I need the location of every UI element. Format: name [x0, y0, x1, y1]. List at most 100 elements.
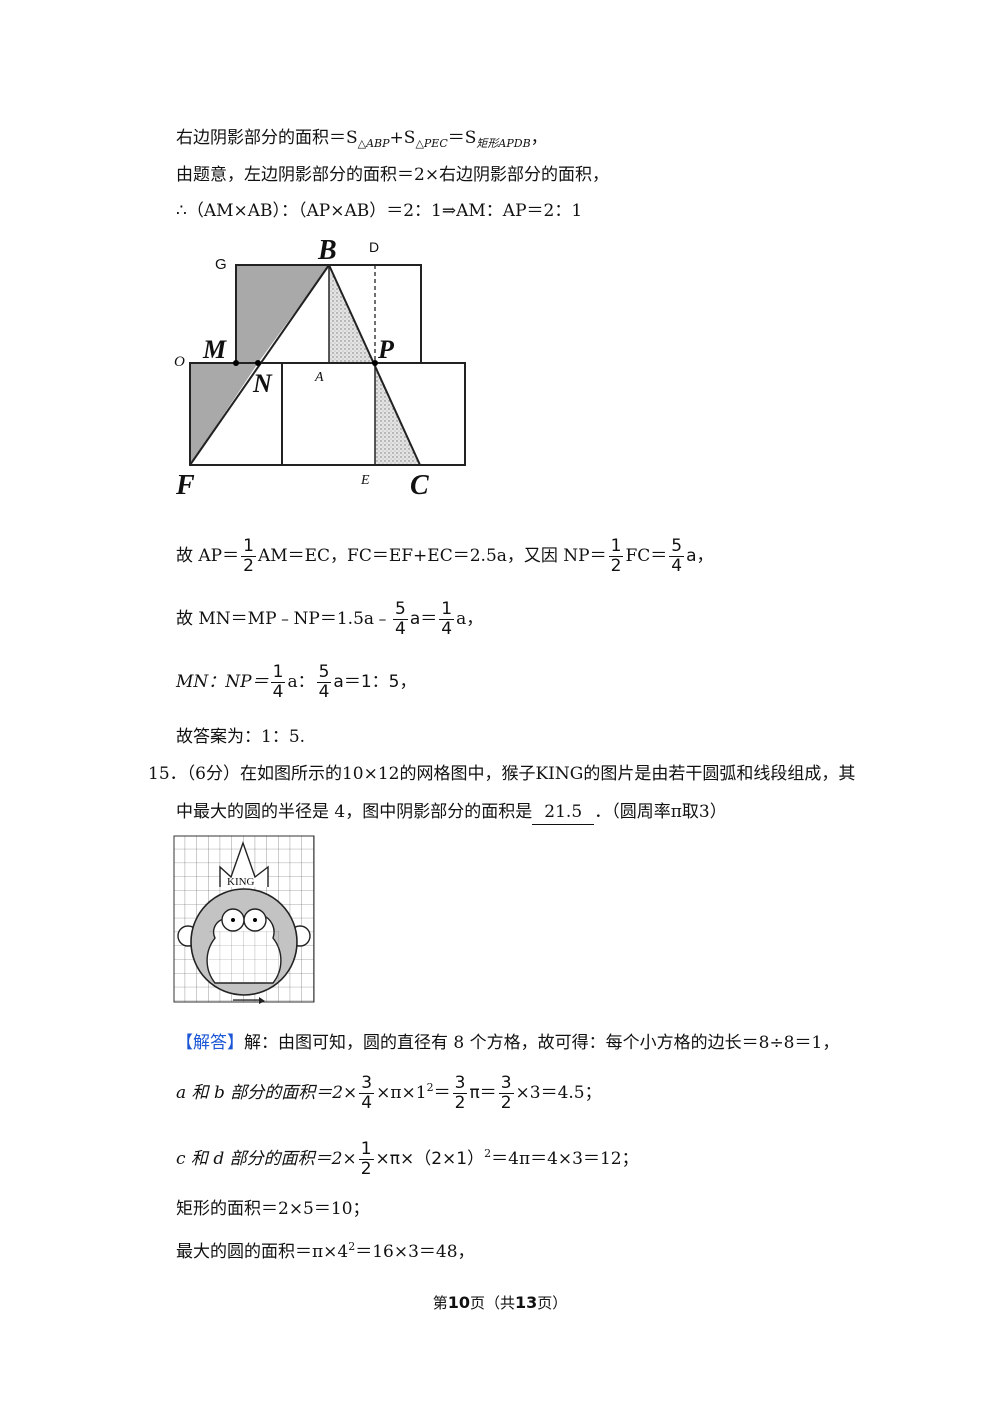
label-n: N	[252, 369, 273, 398]
denominator: 2	[454, 1093, 466, 1113]
question-15-line-1: 15．（6分）在如图所示的10×12的网格图中，猴子KING的图片是由若干圆弧和…	[148, 764, 856, 784]
text-segment: 解：由图可知，圆的直径有 8 个方格，故可得：每个小方格的边长＝8÷8＝1，	[244, 1033, 840, 1053]
subscript: △PEC	[415, 137, 448, 150]
page-total: 13	[515, 1293, 538, 1312]
denominator: 2	[243, 556, 254, 576]
text-segment: ，	[530, 128, 548, 148]
label-p: P	[377, 335, 395, 364]
text-segment: ．（圆周率π取3）	[594, 802, 727, 822]
answer-blank: 21.5	[532, 800, 595, 825]
crown-outline	[219, 840, 269, 887]
solution-line-5: 最大的圆的面积＝π×42＝16×3＝48，	[176, 1235, 475, 1264]
denominator: 2	[610, 556, 622, 576]
text-segment: ×3＝4.5；	[515, 1083, 602, 1103]
text-line-7: 故答案为：1：5.	[176, 727, 306, 747]
superscript: 2	[348, 1240, 356, 1253]
superscript: 2	[484, 1147, 492, 1160]
text-segment: c 和 d 部分的面积＝2×	[176, 1149, 357, 1169]
bottom-arrow	[259, 997, 265, 1004]
numerator: 1	[241, 536, 256, 557]
point-p	[372, 360, 378, 366]
text-segment: a：	[287, 672, 315, 692]
denominator: 4	[272, 682, 284, 702]
label-g: G	[215, 256, 227, 273]
point-n	[255, 360, 261, 366]
text-segment: ×π×1	[376, 1083, 427, 1103]
text-segment: a＝	[409, 609, 438, 629]
text-segment: +S	[389, 128, 416, 148]
text-line-3: ∴（AM×AB）：（AP×AB）＝2：1⇒AM：AP＝2：1	[176, 201, 583, 221]
text-segment: ＝16×3＝48，	[355, 1242, 475, 1262]
text-segment: 右边阴影部分的面积＝S	[176, 128, 358, 148]
text-segment: MN：NP＝	[176, 672, 269, 692]
denominator: 4	[671, 556, 683, 576]
solution-tag: 【解答】	[176, 1033, 244, 1053]
numerator: 5	[669, 536, 685, 557]
footer-text: 页）	[537, 1294, 568, 1312]
numerator: 3	[359, 1073, 375, 1094]
text-segment: ×π×（2×1）	[375, 1149, 485, 1169]
text-line-2: 由题意，左边阴影部分的面积＝2×右边阴影部分的面积，	[176, 165, 610, 185]
label-e: E	[360, 473, 370, 488]
text-segment: 故 MN＝MP﹣NP＝1.5a﹣	[176, 609, 392, 629]
text-segment: π＝	[469, 1083, 497, 1103]
text-segment: AM＝EC，FC＝EF+EC＝2.5a，又因 NP＝	[257, 546, 607, 566]
numerator: 5	[316, 662, 332, 683]
numerator: 5	[393, 599, 408, 620]
superscript: 2	[426, 1081, 434, 1094]
label-b: B	[317, 235, 337, 266]
subscript: 矩形APDB	[476, 137, 531, 150]
solution-line-1: 【解答】解：由图可知，圆的直径有 8 个方格，故可得：每个小方格的边长＝8÷8＝…	[176, 1031, 839, 1055]
right-pupil	[253, 918, 257, 922]
shaded-region-top-left	[236, 265, 329, 363]
left-pupil	[231, 918, 235, 922]
point-m	[233, 360, 239, 366]
footer-text: 第	[432, 1294, 448, 1312]
text-segment: FC＝	[625, 546, 668, 566]
subscript: △ABP	[357, 137, 390, 150]
page-footer: 第10页（共13页）	[0, 1292, 1000, 1313]
page-number: 10	[447, 1293, 470, 1312]
label-c: C	[410, 470, 429, 500]
numerator: 1	[270, 662, 286, 683]
king-label: KING	[227, 876, 255, 888]
denominator: 4	[318, 682, 330, 702]
text-segment: ＝4π＝4×3＝12；	[491, 1149, 639, 1169]
text-segment: a，	[456, 609, 484, 629]
numerator: 1	[358, 1139, 374, 1160]
lower-rectangle	[189, 362, 466, 466]
solution-line-4: 矩形的面积＝2×5＝10；	[176, 1199, 370, 1219]
label-m: M	[202, 335, 227, 364]
text-segment: 中最大的圆的半径是 4，图中阴影部分的面积是	[176, 802, 533, 822]
text-line-1: 右边阴影部分的面积＝S△ABP+S△PEC＝S矩形APDB，	[176, 126, 548, 156]
text-segment: a，	[686, 546, 714, 566]
monkey-king-figure: KING	[173, 835, 315, 1004]
numerator: 3	[452, 1073, 468, 1094]
face-grid	[209, 931, 279, 983]
text-segment: 最大的圆的面积＝π×4	[176, 1242, 349, 1262]
label-a: A	[314, 370, 324, 385]
numerator: 3	[498, 1073, 514, 1094]
label-d: D	[369, 239, 379, 255]
denominator: 2	[500, 1093, 512, 1113]
numerator: 1	[439, 599, 455, 620]
text-segment: a＝1：5，	[333, 672, 417, 692]
text-segment: a 和 b 部分的面积＝2×	[176, 1083, 358, 1103]
geometry-figure: G B D M O N A P F E C	[174, 235, 466, 500]
denominator: 4	[361, 1093, 373, 1113]
denominator: 2	[360, 1159, 372, 1179]
